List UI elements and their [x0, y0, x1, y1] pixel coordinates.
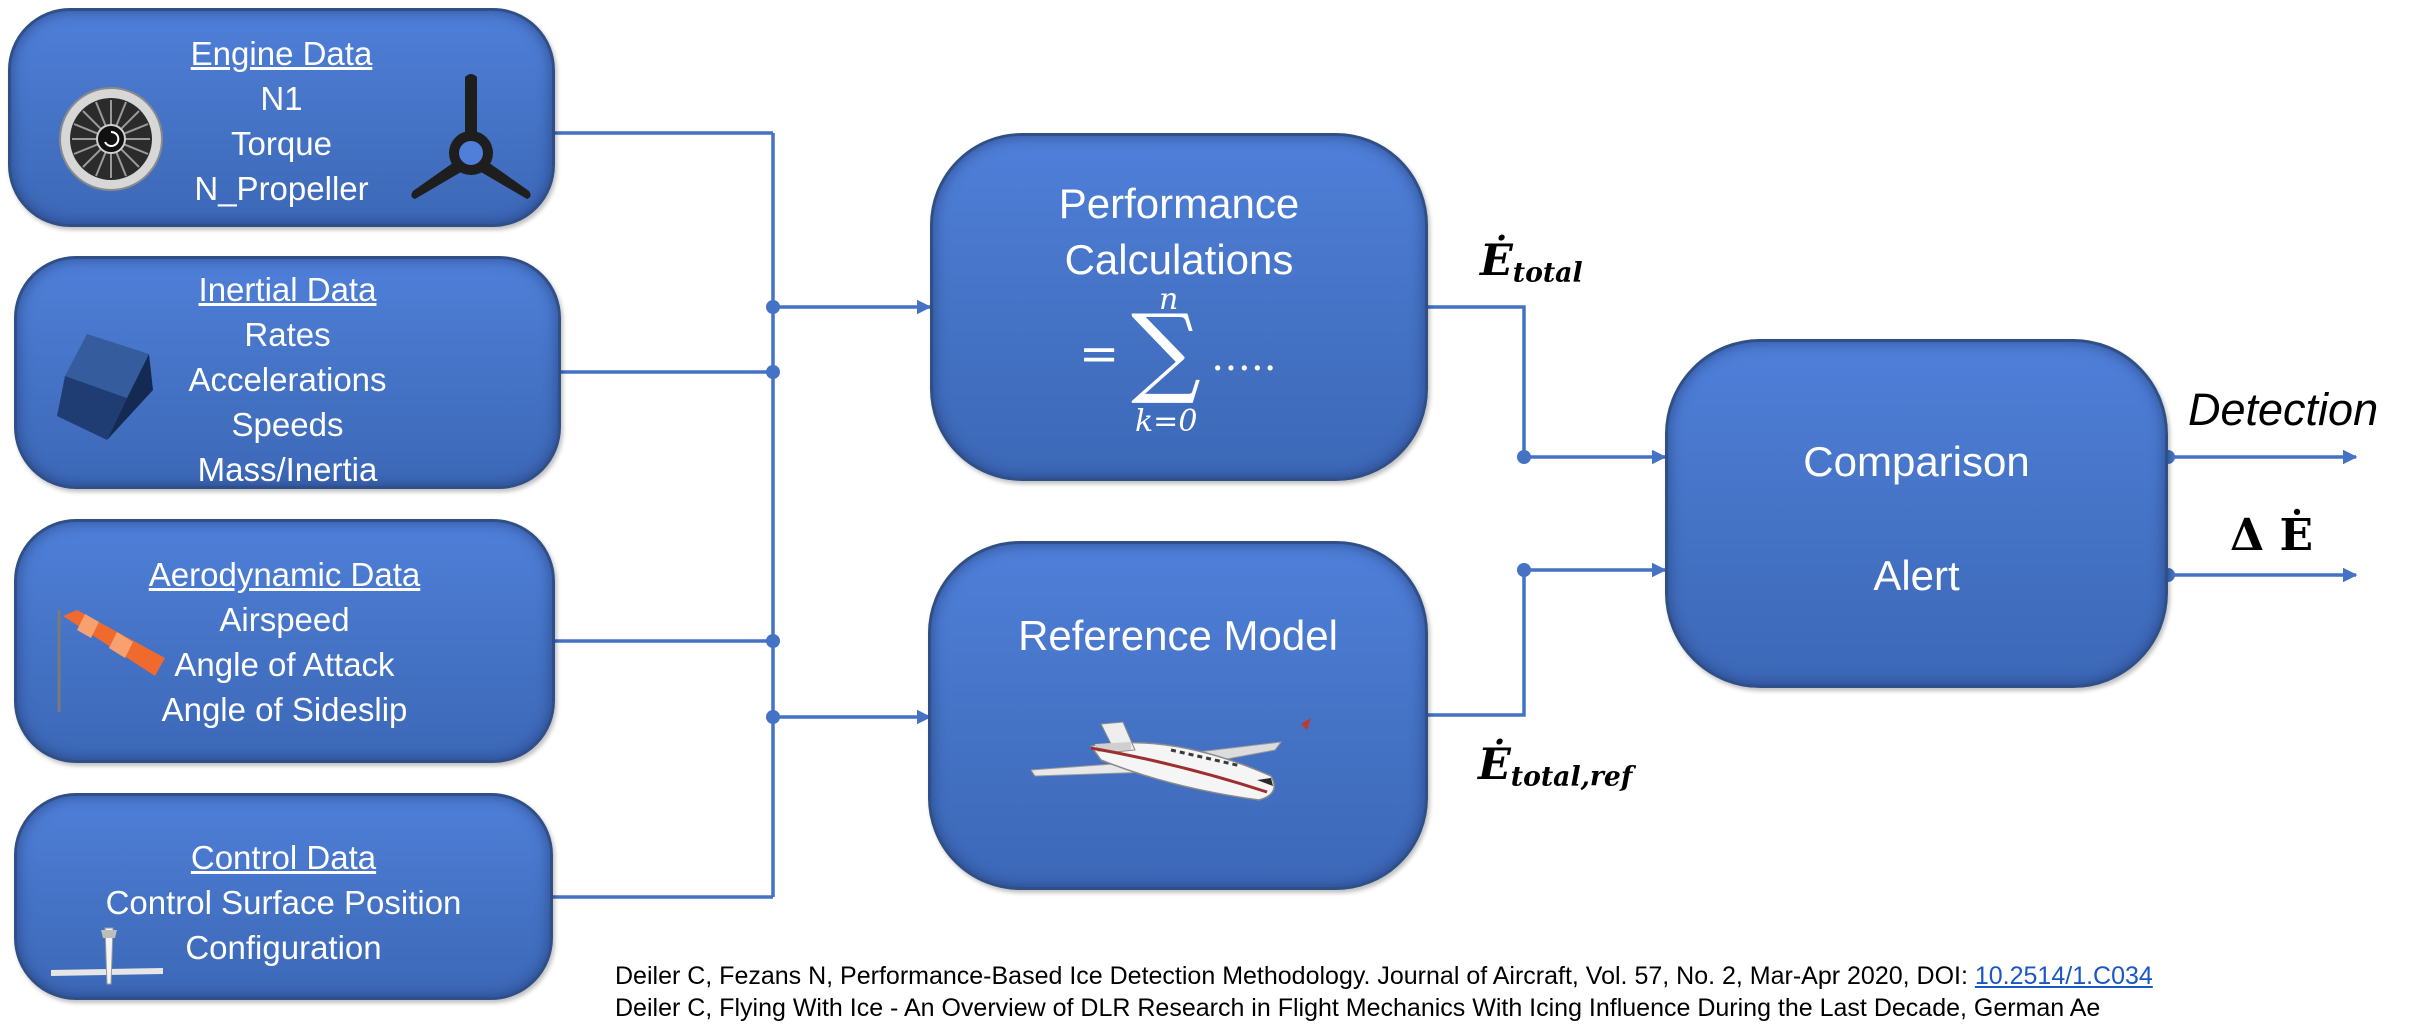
e-total-label: Ėtotal	[1480, 236, 1583, 289]
cube-icon	[57, 334, 153, 440]
windsock-icon	[57, 610, 165, 712]
inertial-item-rates: Rates	[244, 316, 331, 353]
control-item-surface-position: Control Surface Position	[105, 884, 462, 921]
alert-label: Alert	[1873, 552, 1960, 599]
e-ref-symbol: Ė	[1478, 740, 1511, 790]
performance-title-line2: Calculations	[1064, 236, 1294, 283]
e-ref-connector	[1428, 562, 1667, 717]
summation-formula: = n ∑ k=0 …..	[933, 282, 1431, 466]
equals-sign: =	[1079, 326, 1120, 382]
aero-item-angle-of-sideslip: Angle of Sideslip	[161, 691, 408, 728]
junction-dot	[766, 365, 780, 379]
inertial-data-box: Inertial Data Rates Accelerations Speeds…	[14, 256, 561, 489]
aero-item-angle-of-attack: Angle of Attack	[174, 646, 395, 683]
comparison-box: Comparison Alert	[1665, 339, 2168, 688]
citation-line-1: Deiler C, Fezans N, Performance-Based Ic…	[615, 960, 2418, 992]
comparison-label: Comparison	[1803, 438, 2030, 485]
engine-data-box: Engine Data N1 Torque N_Propeller	[8, 8, 555, 227]
engine-data-heading: Engine Data	[190, 35, 373, 72]
sum-upper-limit: n	[1159, 282, 1179, 317]
e-total-subscript: total	[1512, 257, 1583, 289]
delta-e-label: Δ Ė	[2230, 510, 2313, 561]
junction-dot	[1517, 563, 1531, 577]
junction-dot	[1517, 450, 1531, 464]
business-jet-icon	[1031, 718, 1311, 801]
engine-item-n1: N1	[260, 80, 303, 117]
inertial-item-mass-inertia: Mass/Inertia	[197, 451, 378, 488]
e-total-ref-label: Ėtotal,ref	[1478, 740, 1632, 793]
turbofan-icon	[59, 87, 163, 191]
inertial-item-speeds: Speeds	[231, 406, 344, 443]
junction-dot	[766, 300, 780, 314]
engine-item-n-propeller: N_Propeller	[194, 170, 369, 207]
control-data-heading: Control Data	[190, 839, 377, 876]
small-aircraft-icon	[51, 927, 163, 985]
aerodynamic-data-box: Aerodynamic Data Airspeed Angle of Attac…	[14, 519, 555, 763]
citation: Deiler C, Fezans N, Performance-Based Ic…	[615, 960, 2418, 1024]
junction-dot	[766, 634, 780, 648]
sum-ellipsis: …..	[1211, 334, 1277, 380]
reference-model-box: Reference Model	[928, 541, 1428, 890]
aero-item-airspeed: Airspeed	[219, 601, 350, 638]
detection-label: Detection	[2188, 384, 2379, 435]
junction-dot	[766, 710, 780, 724]
citation-line-1-text: Deiler C, Fezans N, Performance-Based Ic…	[615, 962, 1975, 990]
reference-model-title: Reference Model	[1018, 612, 1338, 659]
aerodynamic-data-heading: Aerodynamic Data	[148, 556, 421, 593]
performance-calculations-box: Performance Calculations = n ∑ k=0 …..	[930, 133, 1428, 481]
propeller-icon	[411, 74, 531, 199]
inertial-item-accelerations: Accelerations	[188, 361, 387, 398]
inertial-data-heading: Inertial Data	[198, 271, 377, 308]
control-data-box: Control Data Control Surface Position Co…	[14, 793, 553, 1000]
performance-title-line1: Performance	[1058, 180, 1300, 227]
control-item-configuration: Configuration	[185, 929, 382, 966]
citation-doi-link[interactable]: 10.2514/1.C034	[1974, 962, 2153, 990]
e-total-symbol: Ė	[1480, 236, 1513, 286]
engine-item-torque: Torque	[231, 125, 332, 162]
e-ref-subscript: total,ref	[1510, 761, 1633, 793]
e-total-connector	[1428, 305, 1667, 465]
sum-lower-limit: k=0	[1135, 404, 1198, 439]
sum-symbol: ∑	[1131, 294, 1201, 408]
citation-line-2: Deiler C, Flying With Ice - An Overview …	[615, 994, 2101, 1022]
connector-lines	[548, 131, 2358, 899]
